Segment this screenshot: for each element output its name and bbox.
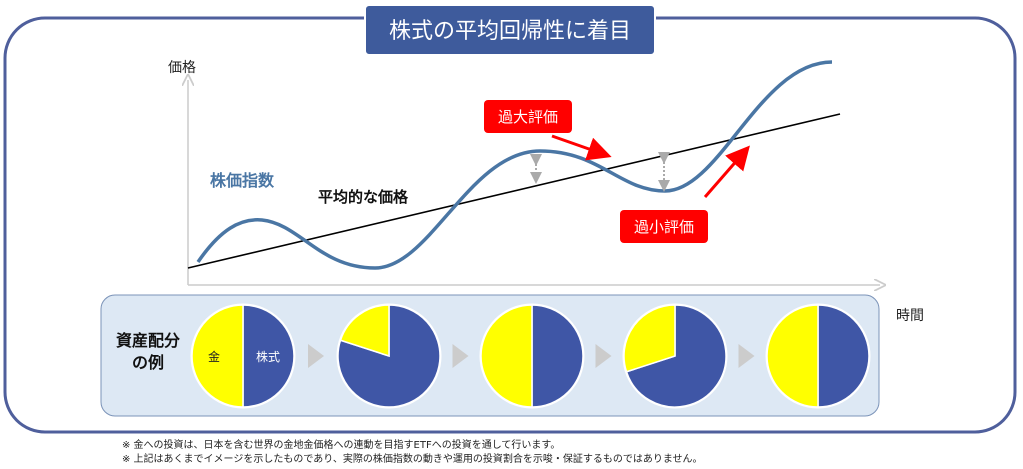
undervalued-box <box>620 210 708 243</box>
next-arrow-icon <box>595 344 612 368</box>
next-arrow-icon <box>738 344 755 368</box>
stock-label: 株式 <box>256 349 280 364</box>
pie-slice-gold <box>480 304 533 408</box>
allocation-heading-2: の例 <box>132 353 164 372</box>
pie-slice-stock <box>625 304 727 408</box>
gold-label: 金 <box>208 349 220 364</box>
overvalued-box <box>484 100 572 133</box>
next-arrow-icon <box>452 344 469 368</box>
pie-slice-gold <box>339 304 390 358</box>
average-price-label: 平均的な価格 <box>318 188 409 206</box>
footnote-1: ※ 金への投資は、日本を含む世界の金地金価格への連動を目指すETFへの投資を通し… <box>122 440 561 451</box>
undervalued-label: 過小評価 <box>634 218 694 236</box>
undervalued-arrow <box>703 145 750 198</box>
pie-slice-gold <box>766 304 819 408</box>
title-box <box>364 4 656 56</box>
pie-slice-stock <box>337 304 441 408</box>
pie-slice-stock <box>531 304 584 408</box>
stock-index-label: 株価指数 <box>210 171 275 190</box>
pie-slice-gold <box>623 304 676 373</box>
overvalued-arrow <box>551 134 612 161</box>
overvalued-label: 過大評価 <box>498 108 558 126</box>
title: 株式の平均回帰性に着目 <box>389 19 631 44</box>
pie-slice-stock <box>817 304 870 408</box>
footnote-2: ※ 上記はあくまでイメージを示したものであり、実際の株価指数の動きや運用の投資割… <box>122 454 703 465</box>
next-arrow-icon <box>308 344 324 368</box>
stock-index-curve <box>196 60 833 270</box>
y-axis-label: 価格 <box>168 60 196 76</box>
allocation-heading-1: 資産配分 <box>116 331 180 350</box>
pie-slice-gold <box>191 304 244 408</box>
x-axis-label: 時間 <box>896 308 924 324</box>
pie-slice-stock <box>242 304 295 408</box>
